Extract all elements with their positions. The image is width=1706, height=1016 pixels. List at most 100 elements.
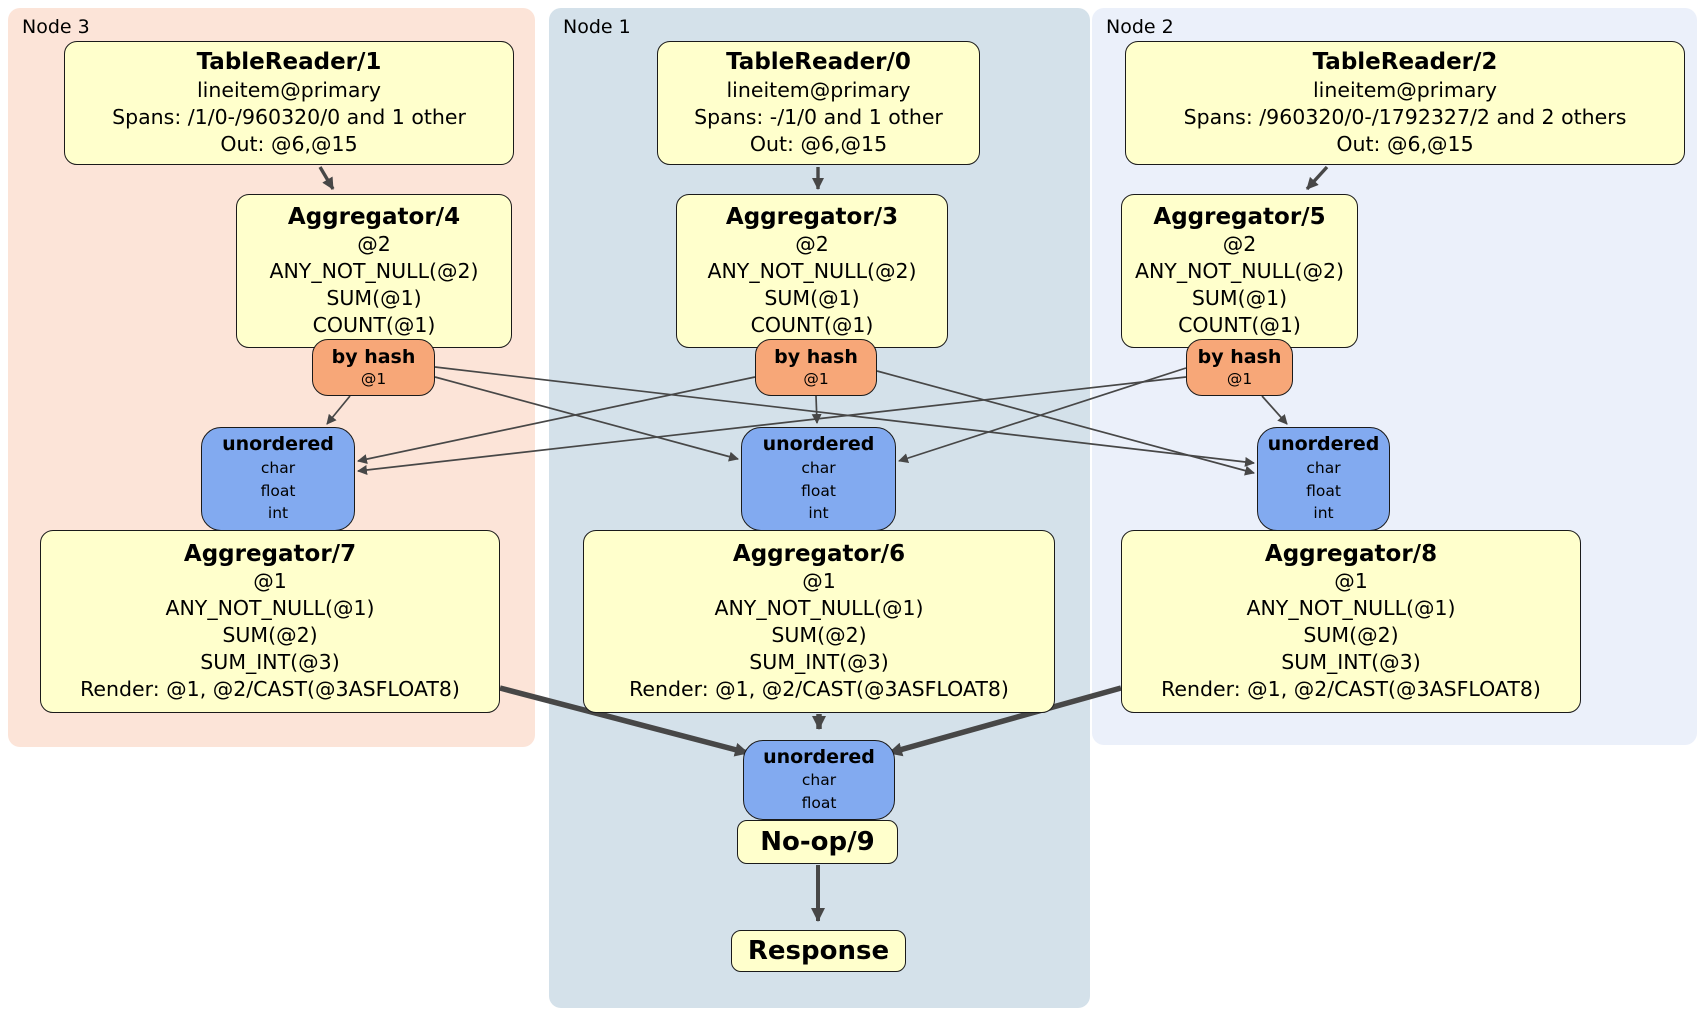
edge-hash3-sync1 [434, 376, 739, 462]
detail-line: float [1306, 481, 1341, 500]
detail-line: ANY_NOT_NULL(@1) [1246, 596, 1456, 621]
processor-title: Aggregator/3 [725, 203, 899, 230]
edge-tr1-agg4 [318, 166, 335, 190]
processor-title: No-op/9 [760, 826, 875, 857]
detail-line: lineitem@primary [196, 77, 382, 102]
detail-line: int [267, 504, 289, 523]
edge-hash3-sync3 [326, 395, 351, 425]
processor-title: Aggregator/4 [287, 203, 461, 230]
detail-line: SUM(@2) [771, 623, 867, 648]
processor-title: TableReader/2 [1312, 49, 1498, 76]
detail-line: @1 [360, 369, 387, 388]
detail-line: char [801, 771, 837, 790]
edge-hash1-sync3 [357, 376, 756, 465]
sync-details: char float int [748, 457, 889, 524]
processor-title: Aggregator/8 [1264, 540, 1438, 567]
detail-line: float [260, 481, 296, 500]
detail-line: char [801, 459, 836, 478]
edge-hash2-sync1 [898, 367, 1187, 463]
edge-agg7-syncfinal [499, 685, 749, 757]
detail-line: float [801, 793, 837, 812]
detail-line: Spans: /960320/0-/1792327/2 and 2 others [1183, 104, 1627, 129]
processor-title: Aggregator/5 [1153, 203, 1326, 230]
detail-line: Render: @1, @2/CAST(@3ASFLOAT8) [629, 677, 1009, 702]
detail-line: Out: @6,@15 [220, 131, 358, 156]
router-details: @1 [1193, 370, 1286, 389]
detail-line: SUM_INT(@3) [200, 650, 340, 675]
detail-line: @1 [803, 369, 829, 388]
detail-line: SUM(@1) [1191, 286, 1288, 311]
detail-line: int [808, 504, 829, 523]
edge-hash2-sync2 [1261, 395, 1288, 425]
node-3-label: Node 3 [22, 16, 90, 38]
node-2-label: Node 2 [1106, 16, 1174, 38]
detail-line: Out: @6,@15 [1336, 131, 1474, 156]
sync-unordered-node2: unordered char float int [1257, 427, 1390, 531]
router-details: @1 [319, 370, 428, 389]
router-by-hash-node2: by hash @1 [1186, 339, 1293, 396]
sync-title: unordered [1267, 433, 1380, 456]
edge-hash2-sync3 [357, 376, 1187, 475]
detail-line: @1 [1334, 569, 1368, 594]
detail-line: Spans: /1/0-/960320/0 and 1 other [112, 104, 466, 129]
processor-response: Response [731, 930, 906, 972]
detail-line: ANY_NOT_NULL(@2) [269, 259, 479, 284]
processor-title: Aggregator/7 [183, 540, 357, 567]
edge-hash1-sync2 [876, 370, 1255, 476]
detail-line: @2 [1222, 232, 1257, 257]
detail-line: Render: @1, @2/CAST(@3ASFLOAT8) [80, 677, 460, 702]
detail-line: ANY_NOT_NULL(@2) [707, 259, 917, 284]
router-by-hash-node3: by hash @1 [312, 339, 435, 396]
detail-line: SUM(@2) [222, 623, 318, 648]
processor-title: TableReader/0 [726, 49, 911, 76]
detail-line: @1 [802, 569, 836, 594]
detail-line: Spans: -/1/0 and 1 other [694, 104, 943, 129]
processor-title: TableReader/1 [196, 49, 382, 76]
detail-line: float [801, 481, 836, 500]
router-title: by hash [331, 345, 416, 368]
detail-line: SUM_INT(@3) [749, 650, 889, 675]
sync-title: unordered [762, 433, 875, 456]
detail-line: @2 [357, 232, 391, 257]
router-by-hash-node1: by hash @1 [755, 339, 877, 396]
edge-agg8-syncfinal [888, 685, 1122, 757]
detail-line: COUNT(@1) [750, 313, 874, 338]
router-title: by hash [774, 345, 858, 368]
detail-line: COUNT(@1) [312, 313, 436, 338]
processor-noop-9: No-op/9 [737, 820, 898, 864]
sync-unordered-node3: unordered char float int [201, 427, 355, 531]
detail-line: ANY_NOT_NULL(@1) [714, 596, 924, 621]
detail-line: char [260, 459, 296, 478]
detail-line: @1 [253, 569, 287, 594]
detail-line: SUM(@1) [326, 286, 422, 311]
detail-line: Render: @1, @2/CAST(@3ASFLOAT8) [1161, 677, 1541, 702]
sync-details: char float [750, 769, 888, 814]
sync-unordered-final: unordered char float [743, 740, 895, 820]
detail-line: @1 [1226, 369, 1253, 388]
router-title: by hash [1197, 345, 1282, 368]
processor-title: Response [747, 935, 890, 966]
sync-title: unordered [222, 433, 334, 456]
sync-title: unordered [763, 745, 875, 768]
detail-line: ANY_NOT_NULL(@2) [1134, 259, 1345, 284]
node-1-label: Node 1 [563, 16, 631, 38]
detail-line: int [1313, 504, 1334, 523]
router-details: @1 [762, 370, 870, 389]
detail-line: char [1306, 459, 1341, 478]
